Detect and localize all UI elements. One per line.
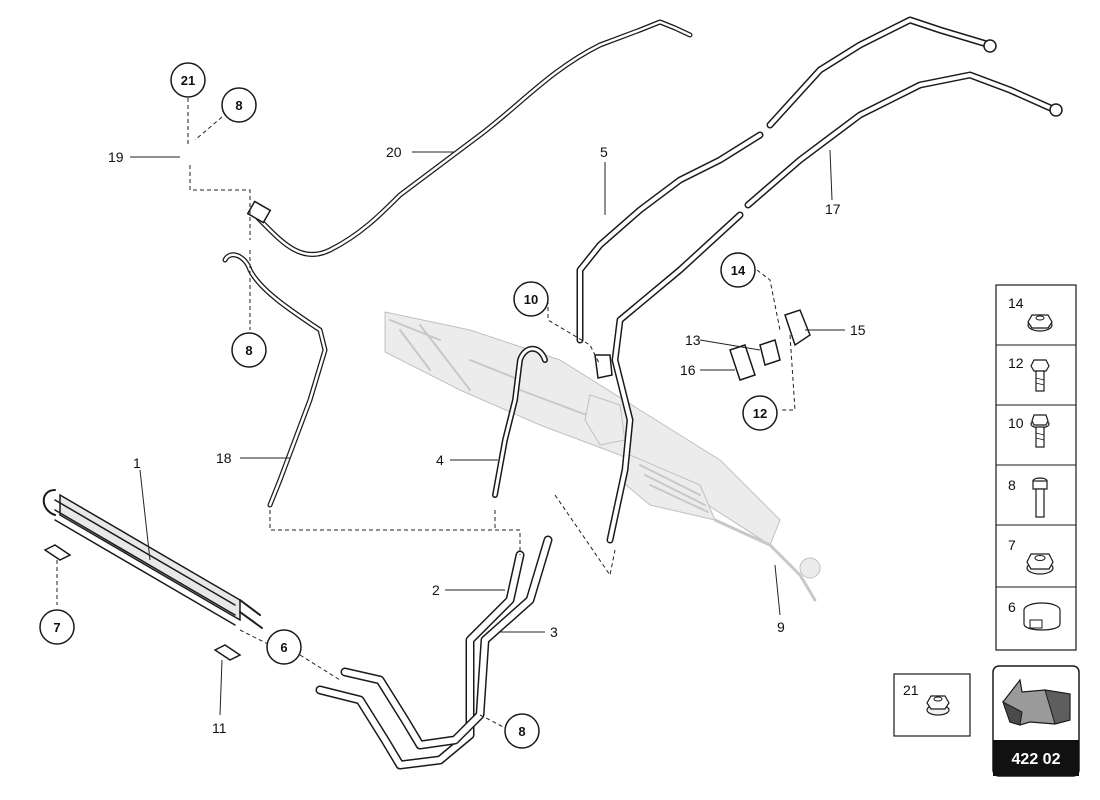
bolt-icon: [1030, 359, 1050, 392]
svg-text:14: 14: [731, 263, 746, 278]
part-label-1: 1: [133, 455, 141, 471]
svg-text:10: 10: [524, 292, 538, 307]
pipe-17: [606, 71, 1063, 544]
steering-rack-ghost: [384, 311, 821, 602]
circle-callout-6: 6: [266, 629, 302, 665]
fastener-legend: 14 12 10: [995, 284, 1077, 651]
part-label-16: 16: [680, 362, 696, 378]
part-label-18: 18: [216, 450, 232, 466]
svg-text:12: 12: [1008, 355, 1024, 371]
svg-text:21: 21: [181, 73, 195, 88]
direction-arrow-icon: [1002, 678, 1071, 726]
svg-text:6: 6: [280, 640, 287, 655]
svg-text:7: 7: [1008, 537, 1016, 553]
solid-leaders: [130, 149, 845, 716]
svg-text:8: 8: [245, 343, 252, 358]
hex-nut-icon: [1026, 553, 1054, 575]
legend-row-7: 7: [1008, 537, 1054, 575]
circle-callout-7: 7: [39, 609, 75, 645]
legend-row-10: 10: [1008, 414, 1050, 448]
svg-text:21: 21: [903, 682, 919, 698]
part-labels: 19 20 5 17 13 15 16 18 4 1 2 3 9 11: [108, 144, 866, 736]
part-label-4: 4: [436, 452, 444, 468]
pipe-4: [492, 345, 548, 498]
circle-callout-10: 10: [513, 281, 549, 317]
bracket-7: [43, 544, 72, 561]
svg-text:6: 6: [1008, 599, 1016, 615]
part-label-20: 20: [386, 144, 402, 160]
hose-clamp-icon: [1023, 602, 1061, 631]
part-label-15: 15: [850, 322, 866, 338]
circle-callouts: 21 8 8 10 14 12 7 6: [39, 62, 778, 749]
pipe-5: [576, 16, 997, 344]
part-label-9: 9: [777, 619, 785, 635]
hoses-2-3: [315, 535, 553, 770]
svg-text:10: 10: [1008, 415, 1024, 431]
part-label-2: 2: [432, 582, 440, 598]
legend-row-6: 6: [1008, 599, 1061, 631]
circle-callout-8-top: 8: [221, 87, 257, 123]
pipe-20: [246, 19, 693, 257]
svg-text:8: 8: [518, 724, 525, 739]
circle-callout-8-bottom: 8: [504, 713, 540, 749]
flange-nut-icon: [926, 695, 950, 716]
bracket-13-15-16: [594, 309, 811, 381]
pipe-18: [222, 252, 328, 508]
flange-bolt-icon: [1030, 414, 1050, 448]
dashed-leaders: [56, 98, 796, 729]
svg-text:14: 14: [1008, 295, 1024, 311]
page-code: 422 02: [1012, 751, 1061, 768]
svg-text:8: 8: [1008, 477, 1016, 493]
part-label-13: 13: [685, 332, 701, 348]
legend-row-12: 12: [1008, 355, 1050, 392]
page-badge: 422 02: [992, 665, 1080, 777]
part-label-19: 19: [108, 149, 124, 165]
part-label-11: 11: [212, 720, 227, 736]
svg-text:8: 8: [235, 98, 242, 113]
legend-box-21: 21: [893, 673, 971, 737]
legend-row-14: 14: [1008, 295, 1053, 332]
circle-callout-14: 14: [720, 252, 756, 288]
part-label-3: 3: [550, 624, 558, 640]
circle-callout-12: 12: [742, 395, 778, 431]
circle-callout-8-middle: 8: [231, 332, 267, 368]
long-bolt-icon: [1032, 477, 1048, 518]
circle-callout-21: 21: [170, 62, 206, 98]
legend-row-8: 8: [1008, 477, 1048, 518]
svg-text:7: 7: [53, 620, 60, 635]
cooler-1: [42, 489, 263, 629]
svg-text:12: 12: [753, 406, 767, 421]
bracket-11: [213, 644, 242, 661]
part-label-5: 5: [600, 144, 608, 160]
part-label-17: 17: [825, 201, 841, 217]
flange-nut-icon: [1027, 314, 1053, 332]
